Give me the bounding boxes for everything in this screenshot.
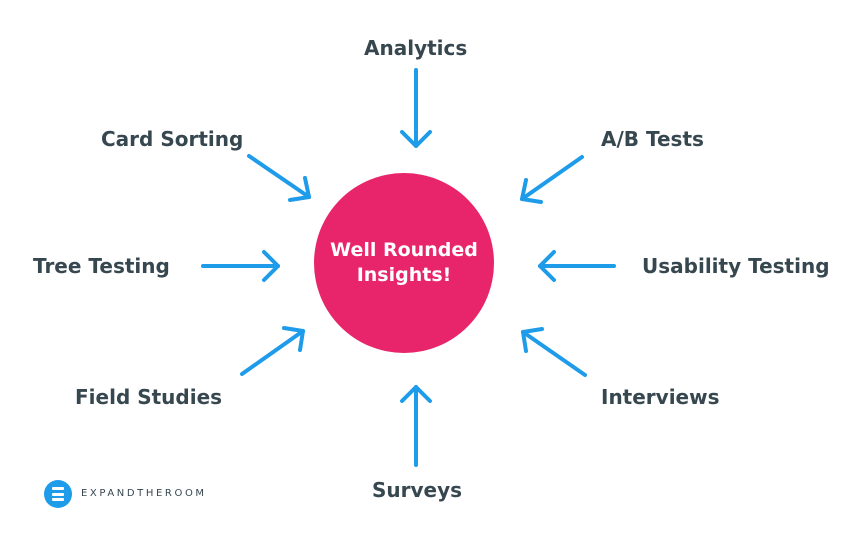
center-label-line2: Insights! bbox=[356, 264, 452, 286]
arrow-card-sorting bbox=[247, 154, 311, 202]
arrow-field-studies bbox=[240, 326, 305, 376]
label-ab-tests: A/B Tests bbox=[601, 127, 704, 151]
arrow-usability-testing bbox=[538, 250, 616, 282]
label-analytics: Analytics bbox=[364, 36, 468, 60]
arrow-analytics bbox=[400, 68, 432, 148]
label-surveys: Surveys bbox=[372, 478, 463, 502]
arrow-interviews bbox=[521, 327, 587, 377]
label-tree-testing: Tree Testing bbox=[33, 254, 170, 278]
label-interviews: Interviews bbox=[601, 385, 720, 409]
brand: EXPANDTHEROOM bbox=[44, 480, 207, 508]
label-field-studies: Field Studies bbox=[75, 385, 223, 409]
label-card-sorting: Card Sorting bbox=[101, 127, 244, 151]
label-usability-testing: Usability Testing bbox=[642, 254, 830, 278]
expandtheroom-logo-icon bbox=[44, 480, 72, 508]
center-circle: Well Rounded Insights! bbox=[314, 173, 494, 353]
arrow-surveys bbox=[400, 385, 432, 467]
center-label-line1: Well Rounded bbox=[330, 239, 478, 261]
arrow-ab-tests bbox=[520, 155, 584, 204]
brand-name: EXPANDTHEROOM bbox=[81, 488, 207, 499]
center-label: Well Rounded Insights! bbox=[319, 238, 489, 288]
arrow-tree-testing bbox=[201, 250, 280, 282]
